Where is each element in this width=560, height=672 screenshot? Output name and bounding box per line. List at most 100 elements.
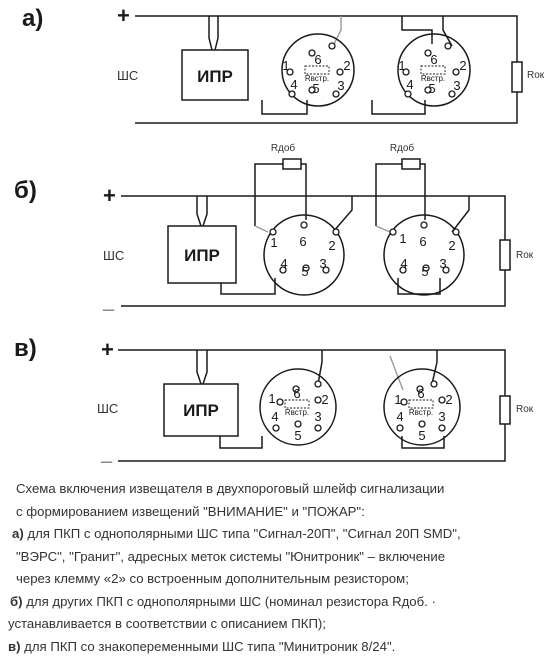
end-resistor: Rок bbox=[499, 239, 534, 271]
ipr-box bbox=[167, 225, 237, 284]
caption-item-text: для ПКП со знакопеременными ШС типа "Мин… bbox=[20, 638, 396, 654]
wiring-diagram: а) + ШС ИПР Rок bbox=[14, 3, 545, 465]
caption-title-text: Схема включения извещателя в двухпорогов… bbox=[16, 481, 445, 496]
terminal-label: 1 bbox=[268, 391, 275, 406]
ipr-label: ИПР bbox=[183, 401, 219, 420]
resistor-label: Rок bbox=[516, 250, 534, 261]
detector: 1 2 3 4 5 6 Rвстр. bbox=[281, 33, 355, 107]
terminal-pins bbox=[286, 42, 344, 98]
radd-resistor: Rдоб bbox=[271, 142, 302, 170]
panel-v: в) + _ ШС ИПР Rок bbox=[14, 335, 534, 465]
minus-sign: _ bbox=[100, 443, 113, 465]
caption-title-line: с формированием извещений "ВНИМАНИЕ" и "… bbox=[8, 501, 556, 524]
terminal-pins bbox=[272, 380, 322, 432]
terminal-label: 3 bbox=[438, 409, 445, 424]
caption-item-text: для ПКП с однополярными ШС типа "Сигнал-… bbox=[23, 526, 461, 541]
detector-socket-outline bbox=[263, 214, 345, 296]
panel-label: в) bbox=[14, 335, 37, 362]
ipr-label: ИПР bbox=[197, 67, 233, 86]
ipr-box bbox=[181, 49, 249, 101]
terminal-label: 6 bbox=[417, 386, 424, 401]
caption-item-key: в) bbox=[8, 638, 21, 654]
caption-title-text: с формированием извещений "ВНИМАНИЕ" и "… bbox=[16, 503, 365, 519]
caption-item-text: через клемму «2» со встроенным дополните… bbox=[16, 571, 409, 586]
terminal-label: 6 bbox=[299, 234, 306, 249]
detector-socket-outline bbox=[383, 368, 461, 446]
caption-item-b: б) для других ПКП с однополярными ШС (но… bbox=[8, 591, 556, 614]
detector-socket-outline bbox=[397, 33, 471, 107]
terminal-label: 3 bbox=[337, 78, 344, 93]
terminal-pins bbox=[402, 42, 460, 98]
terminal-label: 3 bbox=[453, 78, 460, 93]
terminal-label: 5 bbox=[294, 428, 301, 443]
caption-item-text: устанавливается в соответствии с описани… bbox=[8, 616, 326, 631]
terminal-label: 1 bbox=[282, 58, 289, 73]
terminal-pins bbox=[269, 221, 340, 274]
detector: 1 2 3 4 5 6 Rвстр. bbox=[383, 368, 461, 446]
builtin-resistor bbox=[408, 399, 434, 409]
builtin-resistor-label: Rвстр. bbox=[305, 74, 329, 83]
caption-item-key: а) bbox=[12, 526, 24, 541]
terminal-label: 5 bbox=[421, 264, 428, 279]
terminal-label: 1 bbox=[270, 235, 277, 250]
loop-label: ШС bbox=[117, 68, 138, 83]
builtin-resistor bbox=[420, 65, 446, 75]
radd-resistor: Rдоб bbox=[390, 142, 421, 170]
caption-item-a: через клемму «2» со встроенным дополните… bbox=[8, 568, 556, 591]
builtin-resistor-label: Rвстр. bbox=[409, 408, 433, 417]
terminal-label: 3 bbox=[314, 409, 321, 424]
detector: 1 2 3 4 5 6 Rвстр. bbox=[397, 33, 471, 107]
detector-socket-outline bbox=[383, 214, 465, 296]
terminal-label: 4 bbox=[271, 409, 278, 424]
builtin-resistor bbox=[304, 65, 330, 75]
terminal-label: 1 bbox=[398, 58, 405, 73]
terminal-label: 1 bbox=[399, 231, 406, 246]
terminal-label: 2 bbox=[459, 58, 466, 73]
panel-label: а) bbox=[22, 5, 43, 32]
loop-wiring bbox=[121, 163, 506, 307]
terminal-label: 5 bbox=[418, 428, 425, 443]
detector-socket-outline bbox=[281, 33, 355, 107]
detector-socket-outline bbox=[259, 368, 337, 446]
panel-a: а) + ШС ИПР Rок bbox=[22, 3, 545, 124]
terminal-pins bbox=[389, 221, 460, 274]
builtin-resistor-label: Rвстр. bbox=[285, 408, 309, 417]
caption-item-text: "ВЭРС", "Гранит", адресных меток системы… bbox=[16, 548, 446, 564]
ipr-label: ИПР bbox=[184, 246, 220, 265]
caption-title-line: Схема включения извещателя в двухпорогов… bbox=[8, 478, 556, 501]
terminal-label: 4 bbox=[280, 256, 287, 271]
caption-item-a: а) для ПКП с однополярными ШС типа "Сигн… bbox=[8, 523, 556, 546]
loop-wiring bbox=[135, 15, 518, 124]
ipr-box bbox=[163, 383, 239, 437]
caption-item-key: б) bbox=[10, 593, 23, 609]
detector: 1 2 3 4 5 6 bbox=[263, 214, 345, 296]
radd-label: Rдоб bbox=[390, 142, 415, 154]
terminal-label: 2 bbox=[328, 238, 335, 253]
terminal-label: 6 bbox=[293, 386, 300, 401]
terminal-label: 2 bbox=[343, 58, 350, 73]
caption-item-text: для других ПКП с однополярными ШС (номин… bbox=[22, 593, 436, 609]
loop-label: ШС bbox=[103, 248, 124, 263]
radd-label: Rдоб bbox=[271, 142, 296, 154]
terminal-label: 5 bbox=[301, 264, 308, 279]
terminal-label: 5 bbox=[312, 81, 319, 96]
plus-sign: + bbox=[117, 3, 130, 28]
resistor-label: Rок bbox=[527, 70, 545, 81]
caption-item-v: в) для ПКП со знакопеременными ШС типа "… bbox=[8, 636, 556, 659]
terminal-label: 4 bbox=[400, 256, 407, 271]
terminal-label: 6 bbox=[314, 52, 321, 67]
plus-sign: + bbox=[101, 337, 114, 362]
terminal-label: 6 bbox=[419, 234, 426, 249]
end-resistor: Rок bbox=[499, 395, 534, 425]
loop-wiring bbox=[118, 349, 506, 462]
resistor-label: Rок bbox=[516, 404, 534, 415]
caption-item-b: устанавливается в соответствии с описани… bbox=[8, 613, 556, 636]
terminal-label: 3 bbox=[439, 256, 446, 271]
end-resistor: Rок bbox=[511, 61, 545, 93]
detector: 1 2 3 4 5 6 bbox=[383, 214, 465, 296]
terminal-label: 4 bbox=[290, 77, 297, 92]
terminal-label: 4 bbox=[396, 409, 403, 424]
plus-sign: + bbox=[103, 183, 116, 208]
terminal-label: 6 bbox=[430, 52, 437, 67]
loop-label: ШС bbox=[97, 401, 118, 416]
